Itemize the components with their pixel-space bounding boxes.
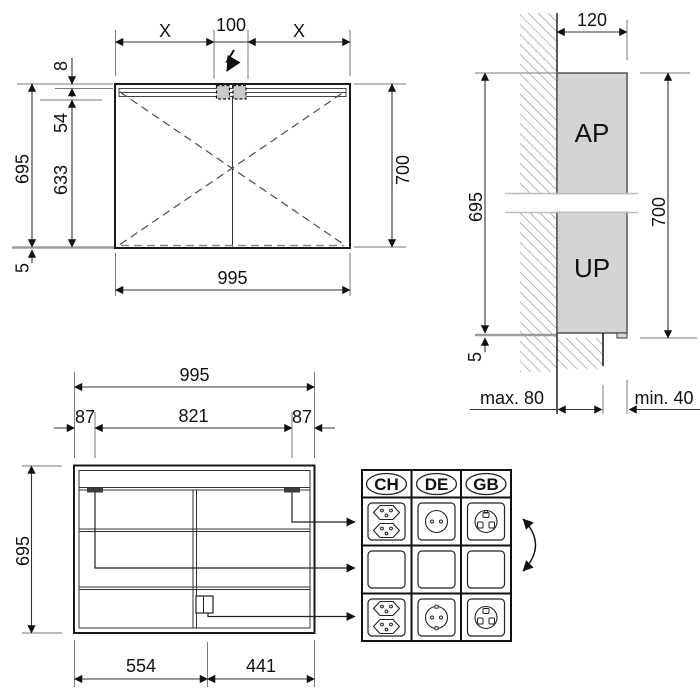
label-ap: AP — [575, 118, 610, 148]
dim-54: 54 — [51, 113, 71, 133]
electrical-box-right — [232, 84, 247, 100]
dim-633: 633 — [51, 165, 71, 195]
dim-821: 821 — [178, 406, 208, 426]
rotation-arrow-icon — [522, 518, 537, 572]
dim-554: 554 — [126, 656, 156, 676]
door-diagonal-2 — [119, 91, 345, 245]
dim-700-front: 700 — [393, 155, 413, 185]
wall-hatching-upper — [520, 13, 557, 193]
internal-socket-box — [195, 595, 214, 614]
dim-min-40: min. 40 — [634, 388, 693, 408]
front-view: X 100 X 8 54 633 695 5 700 995 — [12, 15, 413, 296]
interior-view: 995 87 821 87 695 554 441 — [13, 365, 356, 687]
blank-module-de — [417, 550, 456, 589]
wall-hatching-below-cabinet — [557, 338, 603, 369]
light-unit-right — [284, 488, 300, 493]
wall-hatching-lower — [520, 213, 557, 372]
electrical-box-left — [215, 84, 231, 100]
leader-arrow-2 — [94, 492, 356, 573]
dim-max-80: max. 80 — [480, 388, 544, 408]
leader-arrow-1 — [291, 492, 356, 527]
socket-panel: CH DE GB — [361, 469, 537, 642]
lightning-bolt-icon — [225, 49, 241, 72]
dim-995-front: 995 — [217, 268, 247, 288]
dim-120: 120 — [577, 10, 607, 30]
light-unit-left — [87, 488, 103, 493]
break-band — [503, 194, 639, 212]
dim-995-interior: 995 — [179, 365, 209, 385]
dim-695-side: 695 — [466, 192, 486, 222]
dim-x-right: X — [293, 21, 305, 41]
label-up: UP — [574, 253, 610, 283]
socket-grid-outline — [361, 469, 512, 642]
dim-695-front: 695 — [13, 154, 33, 184]
blank-module-ch — [367, 550, 406, 589]
side-view: AP UP 120 695 5 700 max. 80 min. 40 — [465, 10, 700, 414]
dim-87-left: 87 — [75, 407, 95, 427]
dim-441: 441 — [246, 656, 276, 676]
cabinet-interior-outline — [73, 464, 316, 634]
cabinet-bottom-lip — [616, 332, 628, 339]
gb-socket-icon — [466, 502, 506, 541]
blank-module-gb — [466, 550, 506, 589]
dim-100: 100 — [216, 15, 246, 35]
de-socket-icon — [417, 502, 456, 541]
ch-socket-icon-2 — [367, 598, 406, 637]
dim-695-interior: 695 — [13, 536, 33, 566]
cabinet-interior-inner — [78, 470, 311, 629]
leader-arrow-3 — [207, 612, 356, 621]
header-ch: CH — [374, 475, 399, 494]
gb-socket-icon-2 — [466, 598, 506, 637]
dim-8: 8 — [51, 61, 71, 71]
dim-5-side: 5 — [465, 352, 485, 362]
de-socket-icon-2 — [417, 598, 456, 637]
dim-700-side: 700 — [649, 197, 669, 227]
header-de: DE — [425, 475, 449, 494]
dim-87-right: 87 — [292, 407, 312, 427]
header-gb: GB — [473, 475, 499, 494]
dim-x-left: X — [159, 21, 171, 41]
dim-5-front: 5 — [13, 263, 33, 273]
ch-socket-icon — [367, 502, 406, 541]
